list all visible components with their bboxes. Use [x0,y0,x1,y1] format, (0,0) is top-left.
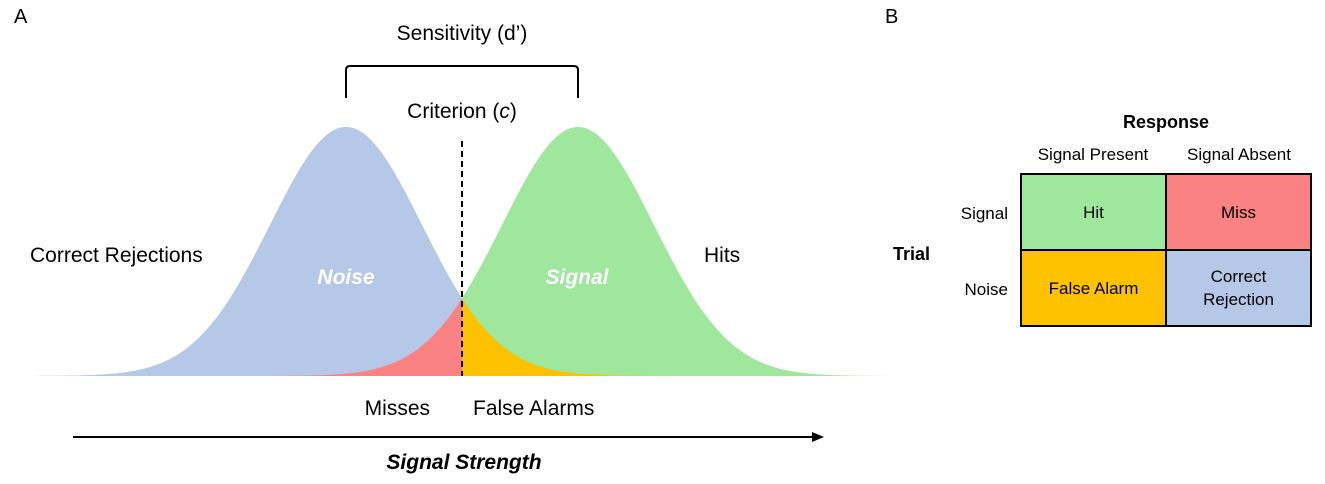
trial-header: Trial [893,244,931,264]
row-label-signal: Signal [960,204,1008,223]
outcome-matrix: Hit Miss False Alarm Correct Rejection [1020,173,1312,327]
misses-label: Misses [364,397,430,420]
column-header-signal-absent: Signal Absent [1187,145,1291,164]
criterion-suffix: ) [509,100,517,123]
sdt-distribution-diagram [10,65,920,442]
response-header: Response [1122,112,1210,132]
criterion-symbol: c [499,100,510,123]
panel-a-letter: A [14,6,28,28]
noise-label: Noise [317,266,375,289]
signal-strength-label: Signal Strength [386,451,542,474]
cell-hit: Hit [1021,174,1166,250]
criterion-prefix: Criterion ( [407,100,500,123]
cell-correct-rejection: Correct Rejection [1166,250,1311,326]
row-label-noise: Noise [964,280,1008,299]
panel-b-letter: B [885,6,899,28]
cell-false-alarm: False Alarm [1021,250,1166,326]
noise-distribution-left-overlay [10,127,462,376]
signal-label: Signal [545,266,609,289]
false-alarms-label: False Alarms [473,397,595,420]
misses-region [10,298,462,376]
sensitivity-bracket [345,65,579,98]
sensitivity-label: Sensitivity (d’) [396,22,528,45]
false-alarms-region [462,298,920,376]
cell-miss: Miss [1166,174,1311,250]
correct-rejections-label: Correct Rejections [30,244,203,267]
criterion-label: Criterion (c) [362,100,562,124]
column-header-signal-present: Signal Present [1037,145,1149,164]
signal-distribution [10,127,920,376]
hits-label: Hits [704,244,741,267]
